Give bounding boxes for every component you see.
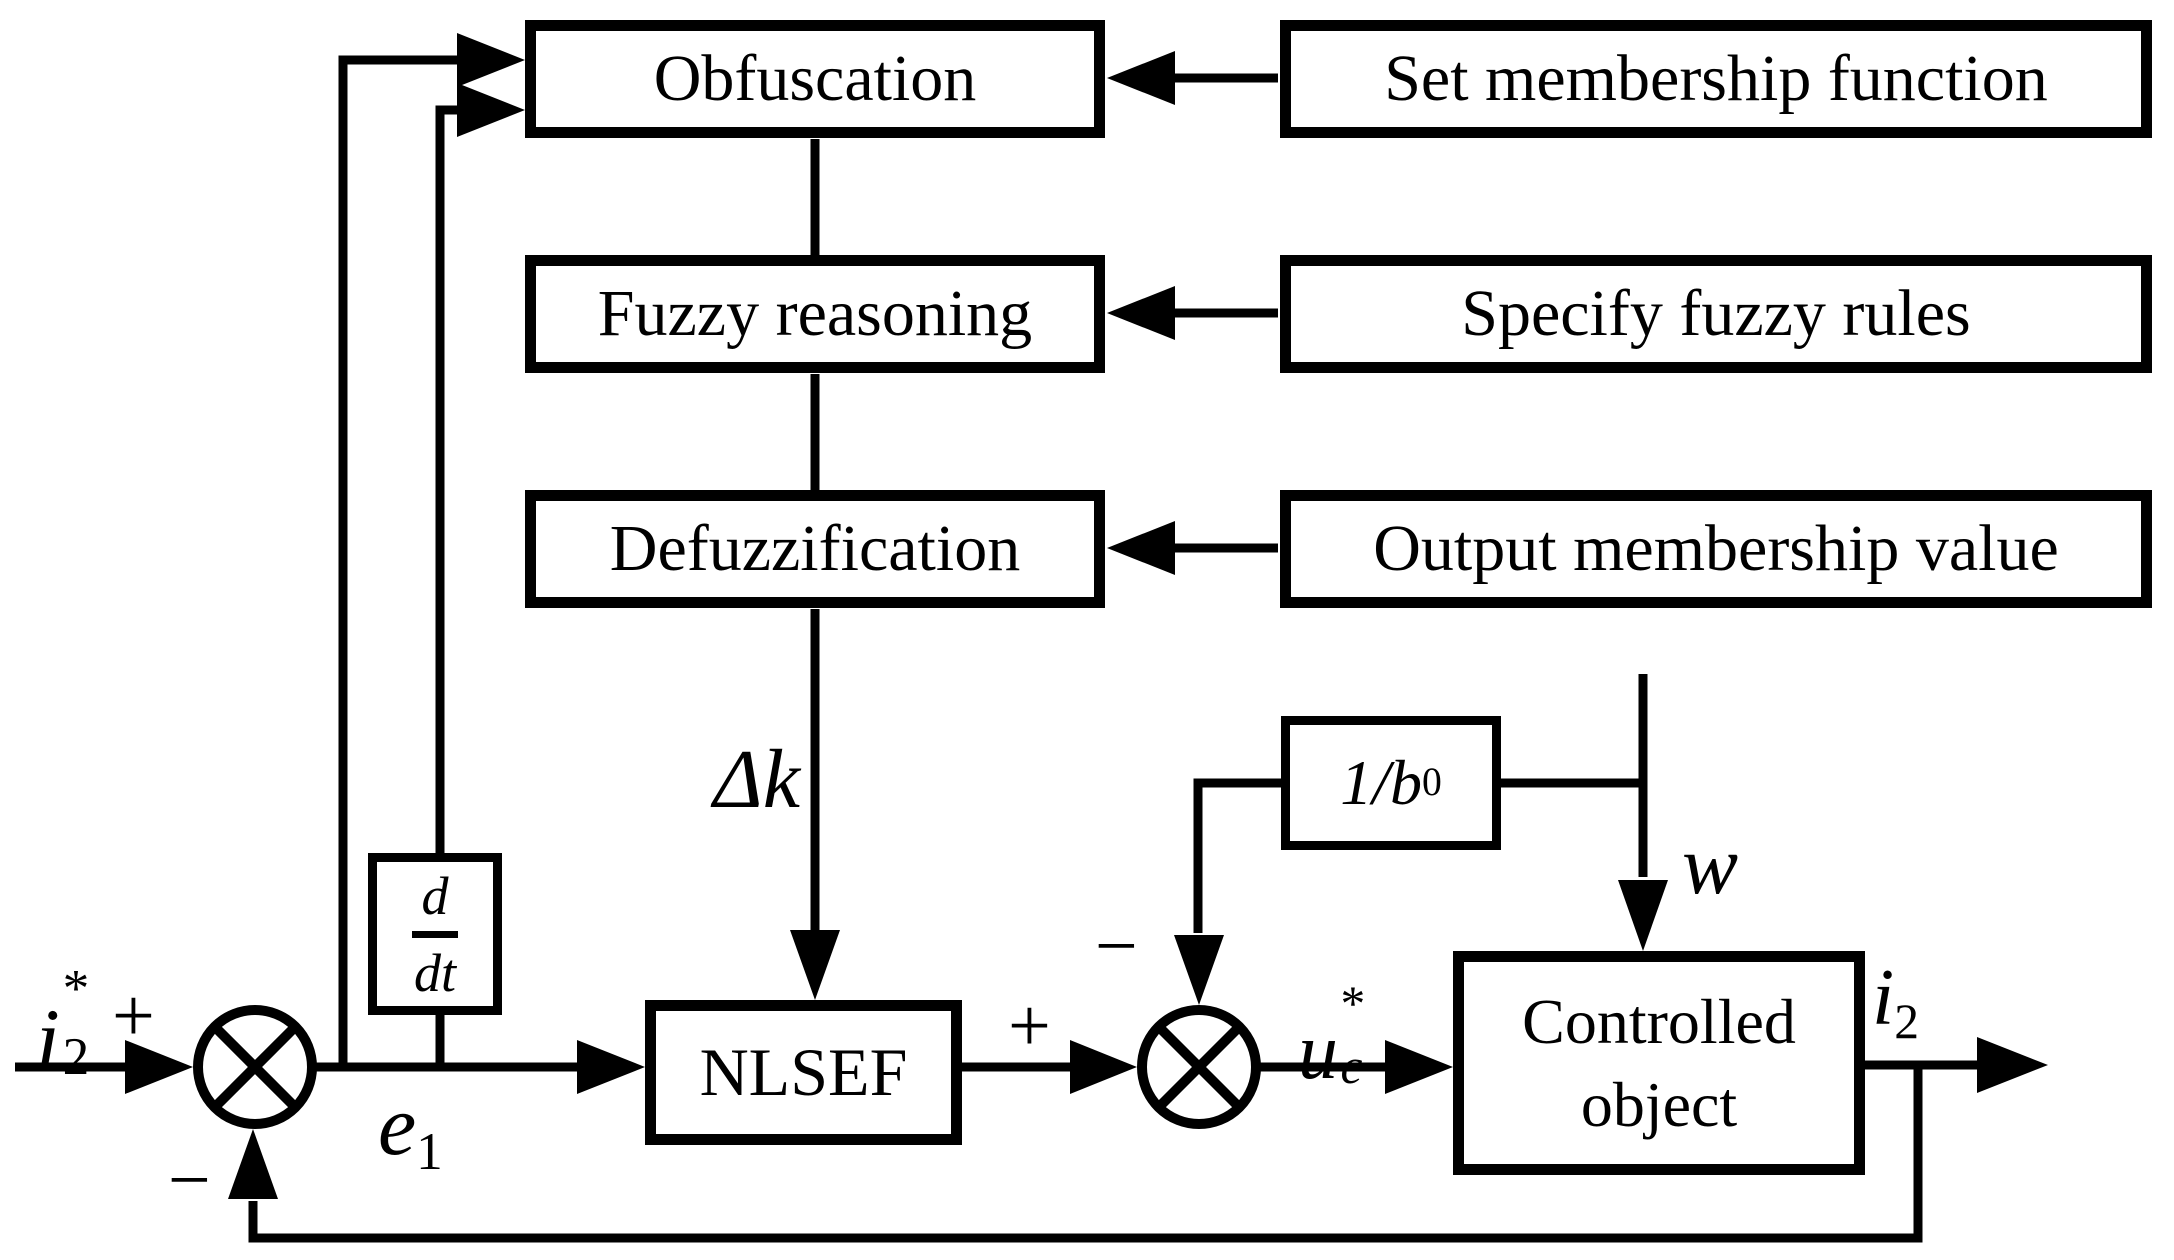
disturbance-arrowhead xyxy=(1618,880,1668,951)
obfuscation-input2-arrowhead xyxy=(457,83,525,137)
inv-b0-label: 1/b xyxy=(1340,746,1422,818)
reference-input-label: i*2 xyxy=(36,957,90,1087)
minus-sign-feedback: − xyxy=(168,1138,211,1222)
summing-junction-1-circle xyxy=(193,1005,317,1129)
nlsef-output-arrowhead xyxy=(1070,1040,1137,1094)
specify-fuzzy-rules-label: Specify fuzzy rules xyxy=(1461,276,1971,350)
feedback-arrowhead xyxy=(228,1129,278,1199)
b0-minus-arrowhead xyxy=(1174,935,1224,1005)
derivative-box: d dt xyxy=(368,853,502,1015)
control-subscript: c xyxy=(1340,1039,1363,1095)
output-arrowhead xyxy=(1977,1037,2048,1093)
control-star: * xyxy=(1340,976,1366,1032)
summing-junction-1-cross xyxy=(211,1023,299,1111)
inv-b0-subscript: 0 xyxy=(1421,760,1442,805)
delta-k-arrowhead xyxy=(790,930,840,1000)
output-subscript: 2 xyxy=(1894,993,1920,1049)
fuzzy-reasoning-box: Fuzzy reasoning xyxy=(525,255,1105,373)
membership-value-arrowhead xyxy=(1107,521,1175,575)
defuzzification-label: Defuzzification xyxy=(609,511,1021,585)
controlled-object-label-line1: Controlled xyxy=(1522,985,1796,1057)
nlsef-box: NLSEF xyxy=(645,1000,962,1145)
controlled-object-label-line2: object xyxy=(1580,1069,1738,1140)
control-signal-arrowhead xyxy=(1385,1040,1453,1094)
derivative-numerator: d xyxy=(421,865,449,926)
feedback-line xyxy=(248,1065,1923,1243)
controlled-object-box: Controlled object xyxy=(1453,951,1865,1175)
summing-junction-1 xyxy=(193,1005,317,1129)
derivative-denominator: dt xyxy=(413,942,456,1003)
reference-star: * xyxy=(62,957,90,1018)
set-membership-function-label: Set membership function xyxy=(1384,41,2048,115)
summing-junction-2 xyxy=(1137,1005,1261,1129)
specify-fuzzy-rules-box: Specify fuzzy rules xyxy=(1280,255,2152,373)
output-membership-value-box: Output membership value xyxy=(1280,490,2152,608)
set-membership-function-box: Set membership function xyxy=(1280,20,2152,138)
nlsef-label: NLSEF xyxy=(699,1034,908,1111)
fuzzy-rules-arrowhead xyxy=(1107,286,1175,340)
error-to-obfuscation-line xyxy=(338,55,457,1067)
reference-input-arrowhead xyxy=(125,1040,193,1094)
error-subscript: 1 xyxy=(416,1120,443,1181)
obfuscation-box: Obfuscation xyxy=(525,20,1105,138)
plus-sign-nlsef: + xyxy=(1008,984,1051,1068)
b0-to-junction2-line xyxy=(1193,778,1283,933)
summing-junction-2-circle xyxy=(1137,1005,1261,1129)
derivative-to-obfuscation-line xyxy=(435,105,457,853)
delta-k-label: Δk xyxy=(713,733,800,826)
obfuscation-label: Obfuscation xyxy=(653,41,977,115)
error-arrowhead xyxy=(577,1040,645,1094)
summing-junction-2-cross xyxy=(1155,1023,1243,1111)
control-signal-label: u*c xyxy=(1298,976,1366,1096)
output-membership-value-label: Output membership value xyxy=(1373,511,2059,585)
fraction-bar xyxy=(412,930,458,938)
error-label: e1 xyxy=(378,1077,443,1181)
obfuscation-input1-arrowhead xyxy=(457,33,525,87)
defuzzification-box: Defuzzification xyxy=(525,490,1105,608)
reference-subscript: 2 xyxy=(62,1025,90,1086)
minus-sign-b0: − xyxy=(1095,904,1138,988)
fuzzy-reasoning-label: Fuzzy reasoning xyxy=(597,276,1033,350)
output-current-label: i2 xyxy=(1872,954,1920,1049)
set-membership-arrowhead xyxy=(1107,51,1175,105)
disturbance-label: w xyxy=(1682,819,1739,912)
plus-sign-input: + xyxy=(112,974,155,1058)
